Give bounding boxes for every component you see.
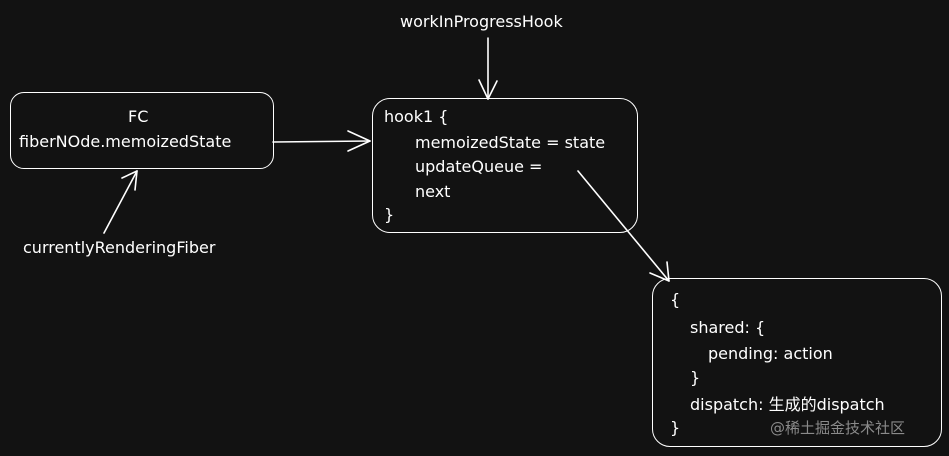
queue-dispatch: dispatch: 生成的dispatch: [690, 395, 885, 414]
hook1-memoized-state: memoizedState = state: [415, 133, 606, 152]
hook1-next: next: [415, 182, 451, 201]
fc-box: [10, 92, 274, 169]
queue-shared-close: }: [690, 368, 701, 387]
fc-box-title: FC: [128, 107, 149, 126]
hook1-box: [372, 98, 638, 233]
queue-open: {: [670, 290, 681, 309]
queue-pending: pending: action: [708, 344, 833, 363]
queue-box: [652, 278, 942, 447]
hook1-open: hook1 {: [384, 107, 449, 126]
hook1-update-queue: updateQueue =: [415, 157, 543, 176]
arrow-fc-to-hook1: [272, 130, 371, 152]
arrow-fiber-to-fc: [103, 170, 138, 234]
queue-close: }: [670, 418, 681, 437]
queue-shared-open: shared: {: [690, 318, 766, 337]
currently-rendering-fiber-label: currentlyRenderingFiber: [23, 238, 216, 257]
work-in-progress-hook-label: workInProgressHook: [400, 12, 563, 31]
hook1-close: }: [384, 205, 395, 224]
arrow-wip-hook-to-hook1: [478, 37, 498, 100]
fc-box-field: fiberNOde.memoizedState: [19, 132, 232, 151]
watermark: @稀土掘金技术社区: [770, 419, 906, 437]
